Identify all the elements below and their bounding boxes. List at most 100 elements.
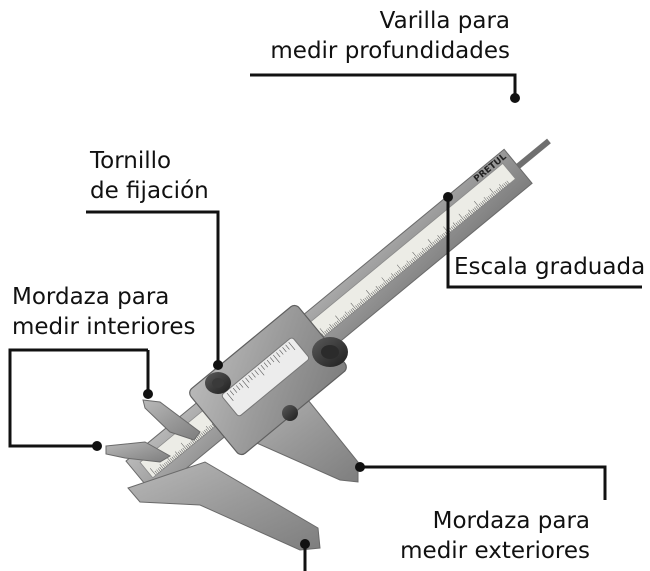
scale-tick [396,271,400,275]
scale-tick [356,304,360,308]
scale-tick [387,278,391,283]
scale-tick [499,184,504,190]
dot-depth-rod [510,93,520,103]
scale-tick [196,436,200,440]
scale-tick [409,260,413,265]
slider-frame [189,304,347,456]
vernier-tick [232,387,238,393]
scale-tick [468,209,473,215]
scale-tick [344,314,348,318]
scale-tick [417,254,420,258]
scale-tick [443,232,447,237]
scale-tick [467,212,471,216]
scale-tick [325,329,329,333]
scale-tick [159,464,164,470]
scale-tick [488,195,491,200]
scale-tick [333,323,337,327]
scale-tick [347,311,351,316]
scale-tick [497,188,501,192]
scale-tick [364,297,368,302]
scale-tick [452,222,458,228]
label-depth-rod: Varilla para medir profundidades [250,6,510,66]
scale-tick [180,442,187,450]
scale-tick [171,456,175,461]
scale-tick [336,320,340,325]
vernier-tick [226,392,234,402]
label-graduated-scale-line1: Escala graduada [454,254,646,280]
scale-tick [177,451,181,456]
vernier-tick [263,362,269,368]
scale-tick [501,184,505,188]
leader-dots [92,93,520,549]
label-inside-jaws: Mordaza para medir interiores [12,282,195,342]
scale-tick [406,260,411,266]
scale-tick [350,309,354,313]
scale-tick [372,291,376,295]
scale-tick [167,460,170,464]
scale-tick [173,455,177,459]
vernier-tick [248,375,253,381]
vernier-tick [245,377,250,383]
scale-tick [180,449,184,453]
scale-tick [432,241,436,246]
leader-depth-rod [250,73,517,98]
vernier-tick [260,364,265,370]
scale-tick [486,197,490,201]
label-outside-jaws-line1: Mordaza para [432,508,590,534]
scale-tick [211,423,215,428]
scale-tick [449,227,453,232]
scale-tick [424,248,428,252]
scale-tick [380,285,383,289]
scale-tick [366,290,373,298]
scale-tick [185,445,189,449]
scale-tick [421,250,425,255]
scale-tick [418,253,422,257]
scale-tick [474,201,481,209]
label-depth-rod-line2: medir profundidades [270,38,510,64]
scale-tick [386,279,390,284]
scale-tick [451,226,454,230]
label-outside-jaws: Mordaza para medir exteriores [350,506,590,566]
scale-tick [339,318,343,322]
scale-tick [458,213,465,221]
scale-tick [383,282,387,286]
leader-lock-screw [86,210,220,365]
label-outside-jaws-line2: medir exteriores [400,538,590,564]
scale-tick [373,290,377,294]
scale-tick [483,199,487,204]
lock-screw [205,372,231,394]
scale-tick [489,188,496,196]
scale-tick [427,245,431,249]
scale-tick [391,273,396,279]
scale-tick [329,324,334,330]
scale-tick [471,209,474,214]
scale-tick [175,451,180,457]
scale-tick [188,442,192,447]
scale-tick [359,301,363,305]
scale-tick [401,267,405,271]
scale-tick [489,194,493,199]
scale-tick [441,234,445,238]
scale-tick [406,263,410,267]
scale-tick [182,447,186,452]
scale-tick [159,466,163,471]
scale-tick [381,283,385,288]
label-lock-screw-line2: de fijación [90,178,209,204]
scale-tick [149,468,157,476]
scale-tick [342,315,346,319]
scale-tick [412,258,416,262]
scale-tick [190,441,194,445]
scale-tick [481,201,485,205]
scale-tick [398,269,402,274]
scale-tick [474,207,478,211]
scale-tick [460,218,464,223]
scale-tick [480,202,484,206]
scale-tick [350,302,357,311]
scale-tick [458,220,462,224]
dot-graduated-scale [443,192,453,202]
scale-tick [321,333,325,337]
scale-tick [505,181,508,186]
scale-tick [457,221,461,225]
vernier-tick [282,347,287,353]
